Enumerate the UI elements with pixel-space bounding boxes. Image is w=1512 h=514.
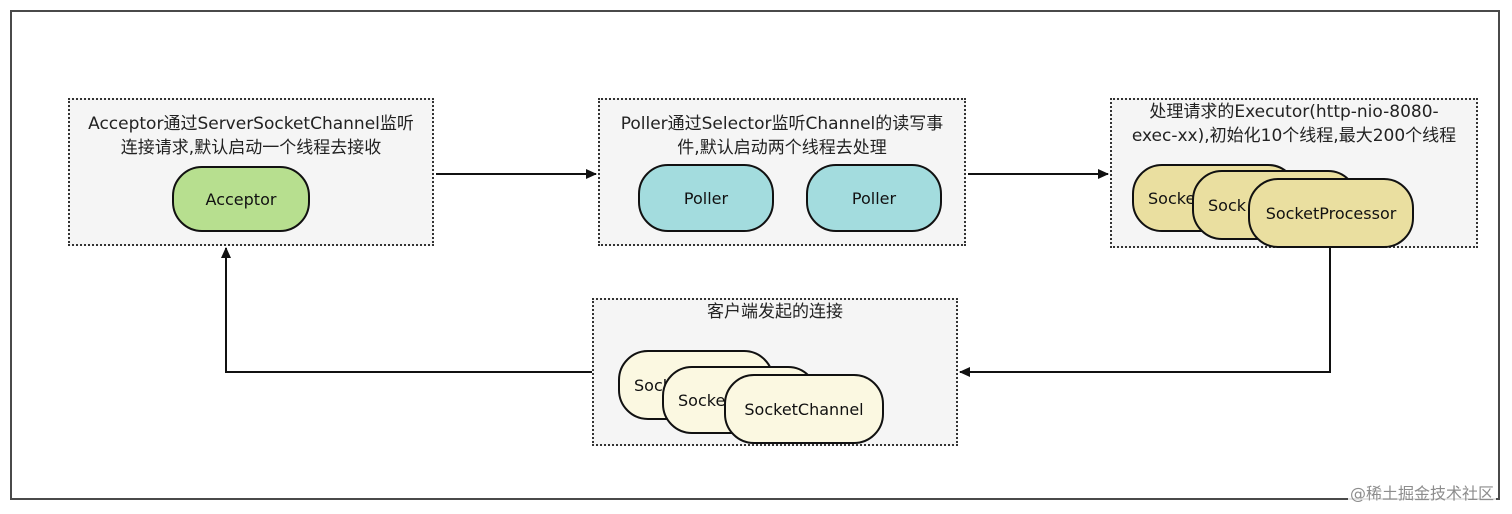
arrow-client-to-acceptor: [221, 247, 592, 373]
watermark: @稀土掘金技术社区: [1347, 480, 1496, 504]
acceptor-label-line2: 连接请求,默认启动一个线程去接收: [120, 138, 382, 158]
acceptor-label-line1: Acceptor通过ServerSocketChannel监听: [88, 114, 414, 134]
poller-group: Poller通过Selector监听Channel的读写事 件,默认启动两个线程…: [598, 98, 966, 246]
socket-processor-node-3: SocketProcessor: [1248, 178, 1414, 248]
poller-label-line2: 件,默认启动两个线程去处理: [677, 138, 887, 158]
poller-group-label: Poller通过Selector监听Channel的读写事 件,默认启动两个线程…: [600, 112, 964, 160]
client-group: 客户端发起的连接 Socket Socke SocketChannel: [592, 298, 958, 446]
acceptor-group-label: Acceptor通过ServerSocketChannel监听 连接请求,默认启…: [70, 112, 432, 160]
acceptor-node: Acceptor: [172, 166, 310, 232]
poller-node-1: Poller: [638, 164, 774, 232]
socket-channel-node-3: SocketChannel: [724, 374, 884, 444]
arrow-executor-to-client: [959, 248, 1331, 377]
executor-group: 处理请求的Executor(http-nio-8080- exec-xx),初始…: [1110, 98, 1478, 248]
client-group-label: 客户端发起的连接: [707, 302, 843, 322]
acceptor-group: Acceptor通过ServerSocketChannel监听 连接请求,默认启…: [68, 98, 434, 246]
poller-label-line1: Poller通过Selector监听Channel的读写事: [620, 114, 944, 134]
diagram-frame: [10, 10, 1500, 500]
executor-label-line2: exec-xx),初始化10个线程,最大200个线程: [1131, 126, 1457, 146]
poller-node-2: Poller: [806, 164, 942, 232]
executor-label-line1: 处理请求的Executor(http-nio-8080-: [1149, 102, 1439, 122]
executor-group-label: 处理请求的Executor(http-nio-8080- exec-xx),初始…: [1112, 100, 1476, 148]
